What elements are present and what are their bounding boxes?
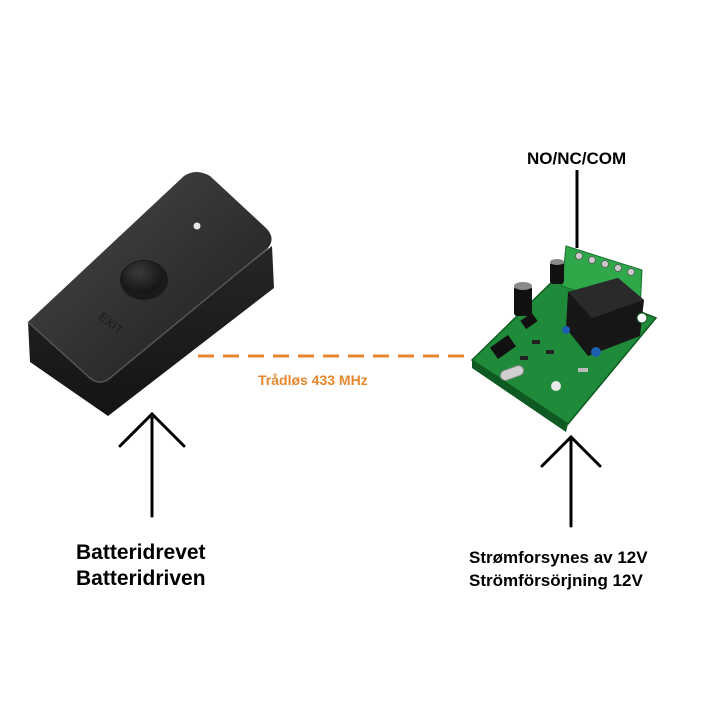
receiver-power-caption: Strømforsynes av 12V Strömförsörjning 12… [469, 546, 648, 592]
pcb-edge [472, 360, 568, 432]
mounting-hole [636, 312, 648, 324]
receiver-caption-line1: Strømforsynes av 12V [469, 548, 648, 567]
terminal-screws [575, 252, 635, 276]
led-indicator [551, 381, 561, 391]
capacitor-large [514, 286, 532, 316]
up-arrow-icon [118, 411, 186, 518]
crystal [499, 365, 525, 381]
up-arrow-icon [540, 434, 602, 528]
button-housing-edge [27, 247, 269, 383]
button-caption-line2: Batteridriven [76, 567, 206, 590]
relay-output-label: NO/NC/COM [527, 149, 627, 168]
receiver-caption-line2: Strömförsörjning 12V [469, 571, 643, 590]
diode [591, 347, 601, 357]
relay-receiver-board [470, 170, 658, 432]
capacitor-small [550, 262, 564, 284]
wireless-link-label: Trådløs 433 MHz [258, 372, 368, 388]
wireless-exit-button-device: EXIT [27, 172, 274, 416]
ic-chip-2 [520, 312, 538, 330]
button-caption-line1: Batteridrevet [76, 541, 206, 564]
push-button[interactable] [123, 261, 163, 293]
status-led [193, 222, 201, 230]
button-power-caption: Batteridrevet Batteridriven [76, 540, 206, 592]
relay-top [568, 278, 644, 318]
ic-chip [489, 334, 517, 360]
